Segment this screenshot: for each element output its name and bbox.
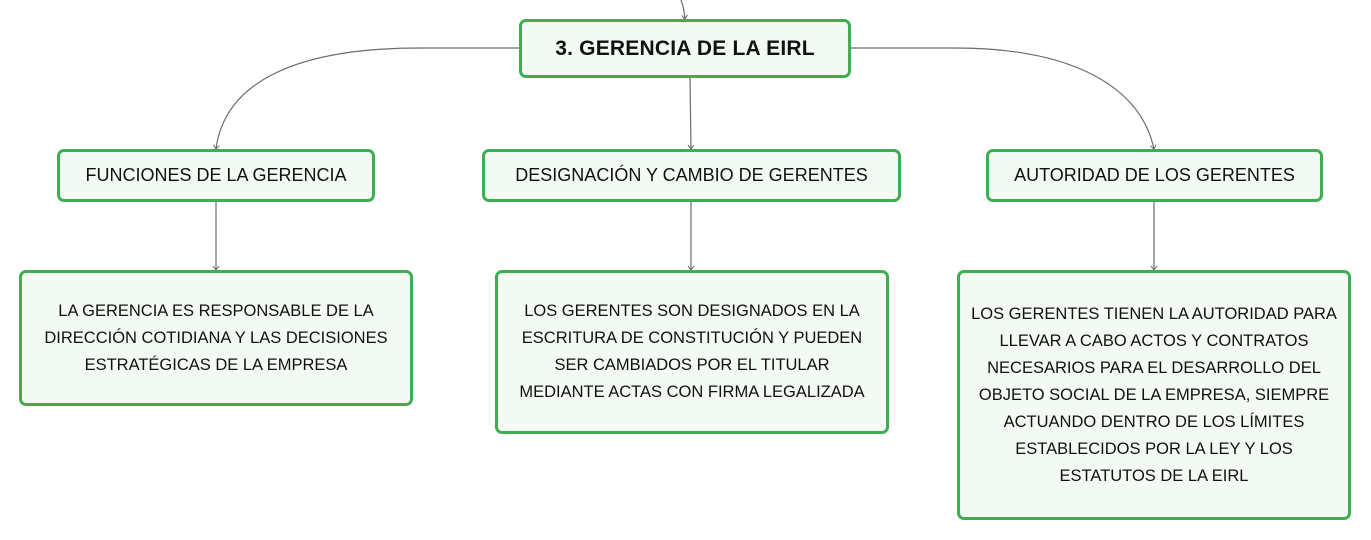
branch-node-autoridad[interactable]: AUTORIDAD DE LOS GERENTES xyxy=(986,149,1323,202)
connector-parent-to-root xyxy=(680,0,685,19)
branch-node-designacion[interactable]: DESIGNACIÓN Y CAMBIO DE GERENTES xyxy=(482,149,901,202)
detail-node-funciones[interactable]: LA GERENCIA ES RESPONSABLE DE LA DIRECCI… xyxy=(19,270,413,406)
detail-node-text: LOS GERENTES TIENEN LA AUTORIDAD PARA LL… xyxy=(971,304,1337,485)
root-node[interactable]: 3. GERENCIA DE LA EIRL xyxy=(519,19,851,78)
branch-node-label: FUNCIONES DE LA GERENCIA xyxy=(85,165,347,185)
branch-node-label: AUTORIDAD DE LOS GERENTES xyxy=(1014,165,1295,185)
connector-root-to-designacion xyxy=(690,77,691,149)
branch-node-funciones[interactable]: FUNCIONES DE LA GERENCIA xyxy=(57,149,375,202)
connector-root-to-funciones xyxy=(216,47,519,149)
root-node-label: 3. GERENCIA DE LA EIRL xyxy=(555,36,815,60)
detail-node-text: LOS GERENTES SON DESIGNADOS EN LA ESCRIT… xyxy=(519,302,865,401)
detail-node-designacion[interactable]: LOS GERENTES SON DESIGNADOS EN LA ESCRIT… xyxy=(495,270,889,434)
detail-node-text: LA GERENCIA ES RESPONSABLE DE LA DIRECCI… xyxy=(44,301,388,374)
connector-root-to-autoridad xyxy=(851,47,1154,149)
branch-node-label: DESIGNACIÓN Y CAMBIO DE GERENTES xyxy=(515,165,868,185)
detail-node-autoridad[interactable]: LOS GERENTES TIENEN LA AUTORIDAD PARA LL… xyxy=(957,270,1351,520)
